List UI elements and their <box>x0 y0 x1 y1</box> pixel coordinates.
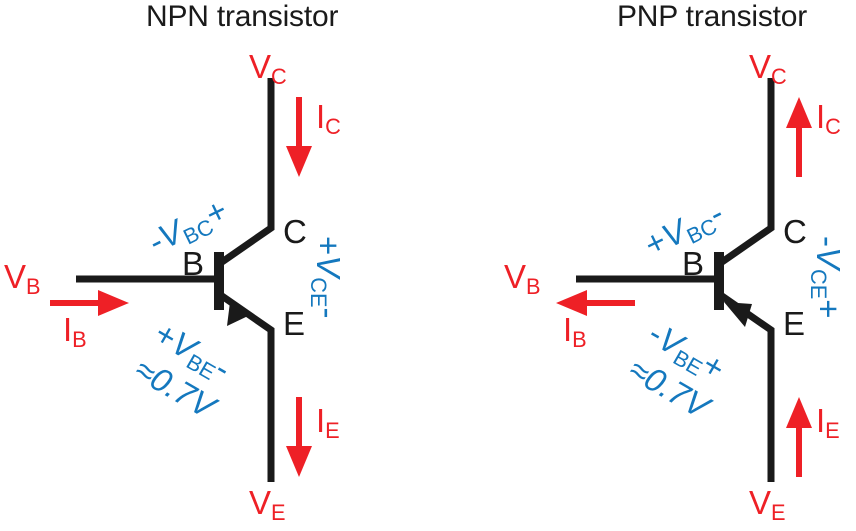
pnp-ie-arrowhead <box>786 397 812 428</box>
pnp-ib-subscript: B <box>572 327 587 353</box>
pnp-vb-label: VB <box>504 260 541 298</box>
pnp-ve-symbol: V <box>749 484 772 521</box>
pnp-vce-subscript: CE <box>805 269 831 300</box>
npn-ic-symbol: I <box>316 98 326 135</box>
npn-base-terminal-label: B <box>182 245 205 282</box>
npn-emitter-terminal-label: E <box>283 305 306 342</box>
pnp-ib-label: IB <box>563 313 587 351</box>
npn-vce-left-sign: + <box>310 236 347 256</box>
npn-ie-arrowhead <box>286 446 312 477</box>
pnp-collector-terminal-label: C <box>783 213 807 250</box>
npn-vce-subscript: CE <box>305 277 331 308</box>
npn-vb-subscript: B <box>26 274 41 300</box>
pnp-ib-symbol: I <box>563 311 573 348</box>
pnp-emitter-wire <box>720 293 775 482</box>
pnp-vce-label: -VCE+ <box>805 236 847 319</box>
pnp-ve-label: VE <box>749 486 786 524</box>
npn-vce-symbol: V <box>310 255 347 278</box>
pnp-ie-symbol: I <box>816 402 826 439</box>
pnp-vc-subscript: C <box>771 64 787 90</box>
npn-ic-subscript: C <box>325 114 341 140</box>
pnp-ib-arrowhead <box>556 290 587 316</box>
pnp-ic-arrowhead <box>786 97 812 128</box>
pnp-vce-symbol: V <box>810 247 847 270</box>
npn-ib-arrowhead <box>98 290 129 316</box>
pnp-wires <box>576 78 775 482</box>
npn-collector-terminal-label: C <box>283 213 307 250</box>
npn-vc-subscript: C <box>271 64 287 90</box>
pnp-emitter-terminal-label: E <box>783 305 806 342</box>
npn-vb-label: VB <box>4 260 41 298</box>
pnp-vce-right-sign: + <box>810 299 847 319</box>
pnp-collector-wire <box>720 78 775 265</box>
pnp-vce-left-sign: - <box>810 236 847 247</box>
pnp-vb-symbol: V <box>504 258 527 295</box>
npn-ib-subscript: B <box>72 327 87 353</box>
pnp-emitter-arrowhead <box>724 302 752 327</box>
npn-ib-label: IB <box>63 313 87 351</box>
pnp-base-terminal-label: B <box>682 245 705 282</box>
pnp-vc-label: VC <box>749 50 787 88</box>
npn-ie-subscript: E <box>325 418 340 444</box>
npn-wires <box>76 78 275 482</box>
npn-vce-label: +VCE- <box>305 236 347 319</box>
pnp-ic-subscript: C <box>825 114 841 140</box>
pnp-vc-symbol: V <box>749 48 772 85</box>
pnp-ve-subscript: E <box>771 500 786 526</box>
pnp-ie-label: IE <box>816 404 840 442</box>
npn-vb-symbol: V <box>4 258 27 295</box>
npn-current-arrows <box>50 97 312 477</box>
npn-ie-symbol: I <box>316 402 326 439</box>
npn-vc-symbol: V <box>249 48 272 85</box>
npn-ie-label: IE <box>316 404 340 442</box>
npn-ve-subscript: E <box>271 500 286 526</box>
pnp-ic-symbol: I <box>816 98 826 135</box>
npn-ic-arrowhead <box>286 146 312 177</box>
npn-diagram-title: NPN transistor <box>146 0 339 33</box>
npn-ve-symbol: V <box>249 484 272 521</box>
npn-vc-label: VC <box>249 50 287 88</box>
pnp-ie-subscript: E <box>825 418 840 444</box>
pnp-diagram-title: PNP transistor <box>617 0 808 33</box>
npn-emitter-wire <box>220 293 275 482</box>
npn-ve-label: VE <box>249 486 286 524</box>
pnp-vb-subscript: B <box>526 274 541 300</box>
pnp-ic-label: IC <box>816 100 841 138</box>
npn-ic-label: IC <box>316 100 341 138</box>
pnp-current-arrows <box>556 97 812 477</box>
npn-ib-symbol: I <box>63 311 73 348</box>
npn-vce-right-sign: - <box>310 307 347 319</box>
npn-collector-wire <box>220 78 275 265</box>
npn-emitter-arrowhead <box>227 302 248 326</box>
